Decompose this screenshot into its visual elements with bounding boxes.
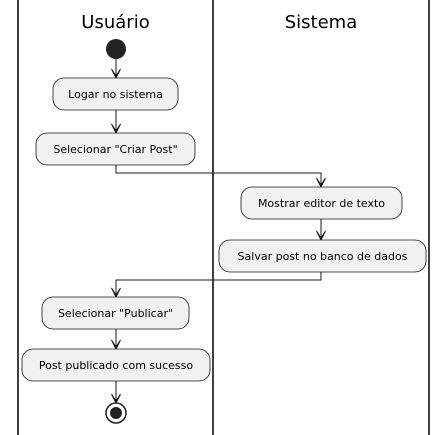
arrowhead-start-to-a1: [111, 68, 121, 80]
action-label-a4: Salvar post no banco de dados: [238, 250, 408, 263]
end-node-core: [110, 407, 122, 419]
start-node: [106, 39, 126, 59]
edge-a4-to-a5: [115, 272, 322, 297]
edge-a2-to-a3: [115, 165, 322, 187]
action-node-a4: [218, 239, 427, 273]
arrowhead-a2-to-a3: [316, 177, 326, 189]
action-label-a5: Selecionar "Publicar": [58, 307, 173, 320]
swimlane-title-usuario: Usuário: [81, 12, 149, 33]
action-label-a1: Logar no sistema: [68, 88, 163, 101]
action-label-a3: Mostrar editor de texto: [258, 197, 385, 210]
action-node-a2: [35, 132, 196, 166]
arrowhead-a3-to-a4: [316, 230, 326, 242]
action-node-a1: [52, 77, 179, 111]
arrowhead-a1-to-a2: [111, 123, 121, 135]
action-label-a2: Selecionar "Criar Post": [53, 143, 177, 156]
action-node-a6: [21, 348, 211, 382]
swimlane-title-sistema: Sistema: [285, 12, 358, 33]
arrowhead-a6-to-end: [111, 393, 121, 405]
action-node-a5: [41, 296, 190, 330]
action-node-a3: [240, 186, 403, 220]
arrowhead-a4-to-a5: [111, 287, 121, 299]
action-label-a6: Post publicado com sucesso: [39, 359, 194, 372]
arrowhead-a5-to-a6: [111, 339, 121, 351]
